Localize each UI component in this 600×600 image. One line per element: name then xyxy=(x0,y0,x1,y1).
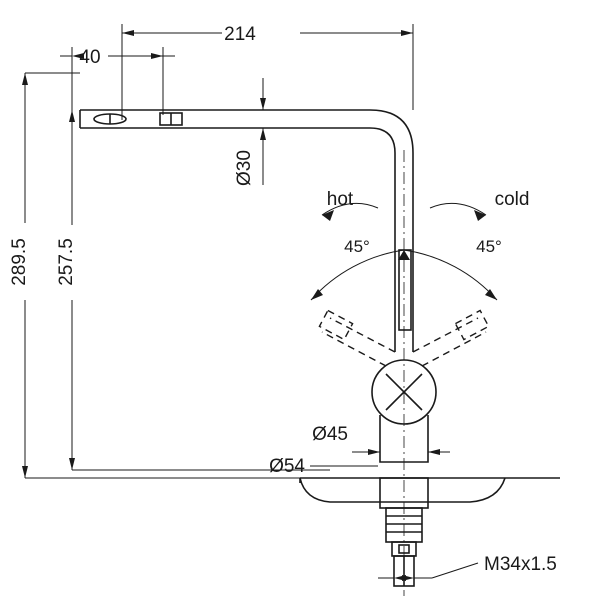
dimension-offset-40: 40 xyxy=(79,47,100,68)
dimension-total-height-289-5: 289.5 xyxy=(9,238,30,286)
dimension-spout-height-257-5: 257.5 xyxy=(56,238,77,286)
dimension-reach-214: 214 xyxy=(224,24,256,45)
tap-outline xyxy=(79,109,414,330)
dimension-body-diameter-45: Ø45 xyxy=(312,424,348,445)
countertop-section xyxy=(299,477,560,503)
angle-left-45: 45° xyxy=(344,237,370,256)
top-dimension-lines xyxy=(60,24,414,120)
left-dimension-lines xyxy=(22,72,330,479)
dimension-thread-m34: M34x1.5 xyxy=(484,554,557,575)
spout-diameter-dimension xyxy=(260,78,266,185)
lever-hot-position xyxy=(318,309,396,367)
dimension-spout-diameter-30: Ø30 xyxy=(234,150,255,186)
body-diameter-dimension xyxy=(352,424,450,462)
label-hot: hot xyxy=(327,189,354,210)
dimension-base-diameter-54: Ø54 xyxy=(269,456,305,477)
label-cold: cold xyxy=(495,189,530,210)
thread-dimension xyxy=(378,562,479,586)
lever-cold-position xyxy=(412,309,490,367)
angle-arcs xyxy=(310,202,498,301)
angle-right-45: 45° xyxy=(476,237,502,256)
